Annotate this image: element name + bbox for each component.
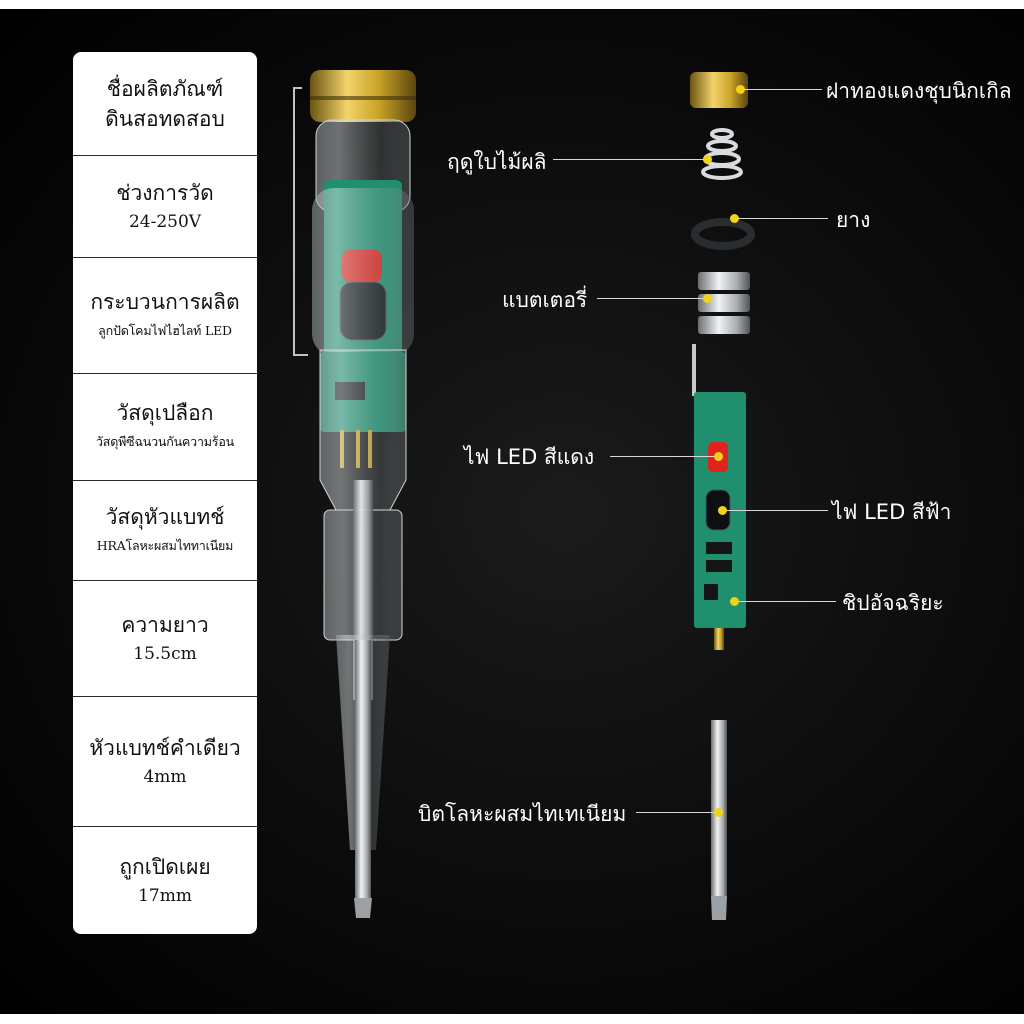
spec-value: 24-250V: [128, 211, 202, 232]
spec-value: 4mm: [143, 766, 187, 787]
spec-row-exposed: ถูกเปิดเผย 17mm: [73, 827, 257, 934]
spec-row-length: ความยาว 15.5cm: [73, 581, 257, 697]
spec-value: ลูกปัดโคมไฟไฮไลท์ LED: [98, 322, 232, 338]
battery-label: แบตเตอรี่: [502, 288, 588, 312]
rubber-leader-line: [736, 218, 828, 219]
spec-value: HRAโลหะผสมไททาเนียม: [96, 537, 234, 553]
battery-leader-line: [597, 298, 705, 299]
cap-label: ฝาทองแดงชุบนิกเกิล: [826, 79, 1012, 103]
bottom-border: [0, 1014, 1024, 1024]
spec-row-product-name: ชื่อผลิตภัณฑ์ ดินสอทดสอบ: [73, 52, 257, 156]
red-led-label: ไฟ LED สีแดง: [464, 445, 595, 469]
rubber-marker: [730, 214, 739, 223]
rubber-label: ยาง: [836, 208, 871, 232]
spec-key: ถูกเปิดเผย: [119, 854, 211, 879]
blue-led-leader-line: [724, 510, 828, 511]
bit-label: บิตโลหะผสมไทเทเนียม: [418, 802, 627, 826]
spec-row-process: กระบวนการผลิต ลูกปัดโคมไฟไฮไลท์ LED: [73, 258, 257, 374]
spec-key: หัวแบทช์คำเดียว: [89, 735, 241, 760]
assembled-pen-image: [293, 70, 416, 918]
spring-leader-line: [553, 159, 705, 160]
red-led-marker: [714, 452, 723, 461]
chip-label: ชิปอัจฉริยะ: [842, 591, 944, 615]
bit-marker: [714, 808, 723, 817]
spec-row-range: ช่วงการวัด 24-250V: [73, 156, 257, 258]
spec-key: ช่วงการวัด: [116, 180, 214, 205]
top-border: [0, 0, 1024, 9]
spring-marker: [703, 155, 712, 164]
chip-leader-line: [736, 601, 836, 602]
blue-led-marker: [718, 506, 727, 515]
spec-key: วัสดุหัวแบทช์: [105, 504, 225, 529]
spec-row-shell: วัสดุเปลือก วัสดุพีซีฉนวนกันความร้อน: [73, 374, 257, 481]
bit-leader-line: [636, 812, 718, 813]
red-led-leader-line: [610, 456, 716, 457]
spec-value: 15.5cm: [133, 643, 197, 664]
spec-value: ดินสอทดสอบ: [105, 106, 225, 131]
spec-table: ชื่อผลิตภัณฑ์ ดินสอทดสอบ ช่วงการวัด 24-2…: [73, 52, 257, 934]
spec-value: 17mm: [138, 885, 192, 906]
exploded-parts-image: [690, 72, 755, 920]
spec-key: ความยาว: [121, 612, 209, 637]
chip-marker: [730, 597, 739, 606]
cap-marker: [736, 85, 745, 94]
spec-key: ชื่อผลิตภัณฑ์: [106, 76, 224, 101]
spec-row-bit-size: หัวแบทช์คำเดียว 4mm: [73, 697, 257, 827]
spec-key: กระบวนการผลิต: [90, 289, 240, 314]
spec-value: วัสดุพีซีฉนวนกันความร้อน: [95, 434, 235, 449]
spring-label: ฤดูใบไม้ผลิ: [447, 150, 547, 174]
cap-leader-line: [740, 89, 822, 90]
battery-marker: [703, 294, 712, 303]
spec-key: วัสดุเปลือก: [116, 401, 214, 425]
blue-led-label: ไฟ LED สีฟ้า: [832, 500, 952, 524]
spec-row-bit-material: วัสดุหัวแบทช์ HRAโลหะผสมไททาเนียม: [73, 481, 257, 581]
